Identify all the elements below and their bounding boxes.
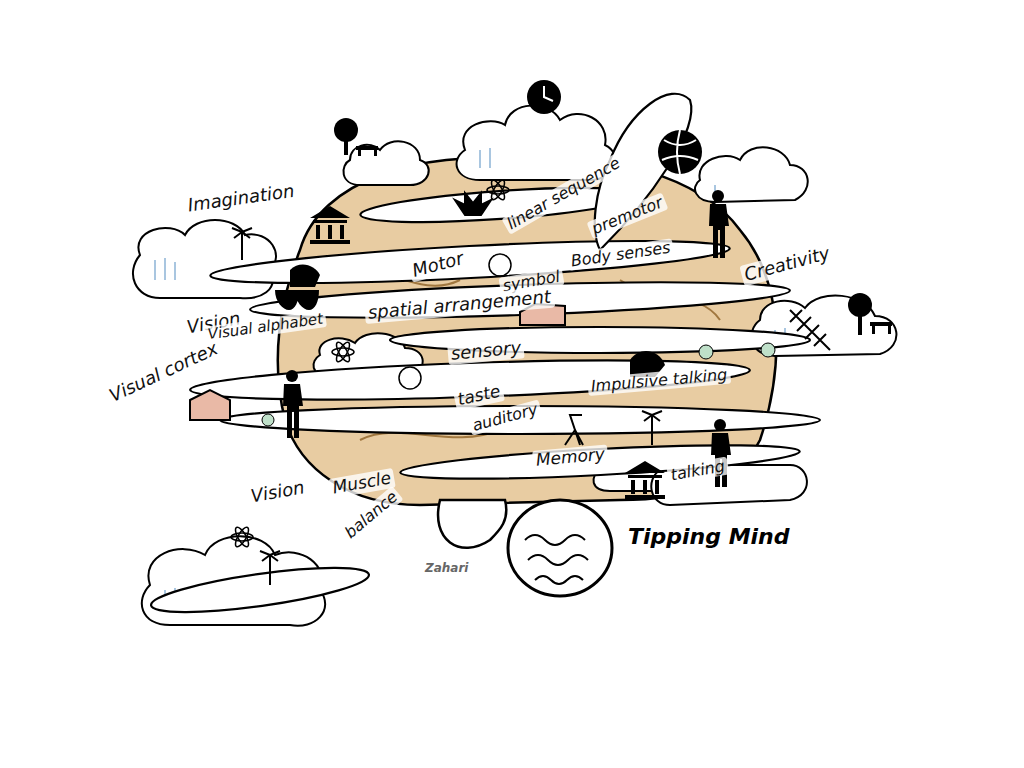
clouds [133, 106, 896, 626]
icons [190, 80, 892, 585]
cerebellum-folds [525, 535, 588, 584]
brain-stem [438, 500, 506, 548]
region-label: Imagination [184, 180, 299, 216]
swirl-bands [149, 94, 820, 621]
cerebellum [508, 500, 612, 596]
region-label: Vision [246, 477, 309, 508]
title: Tipping Mind [628, 524, 790, 549]
signature: Zahari [422, 562, 471, 576]
